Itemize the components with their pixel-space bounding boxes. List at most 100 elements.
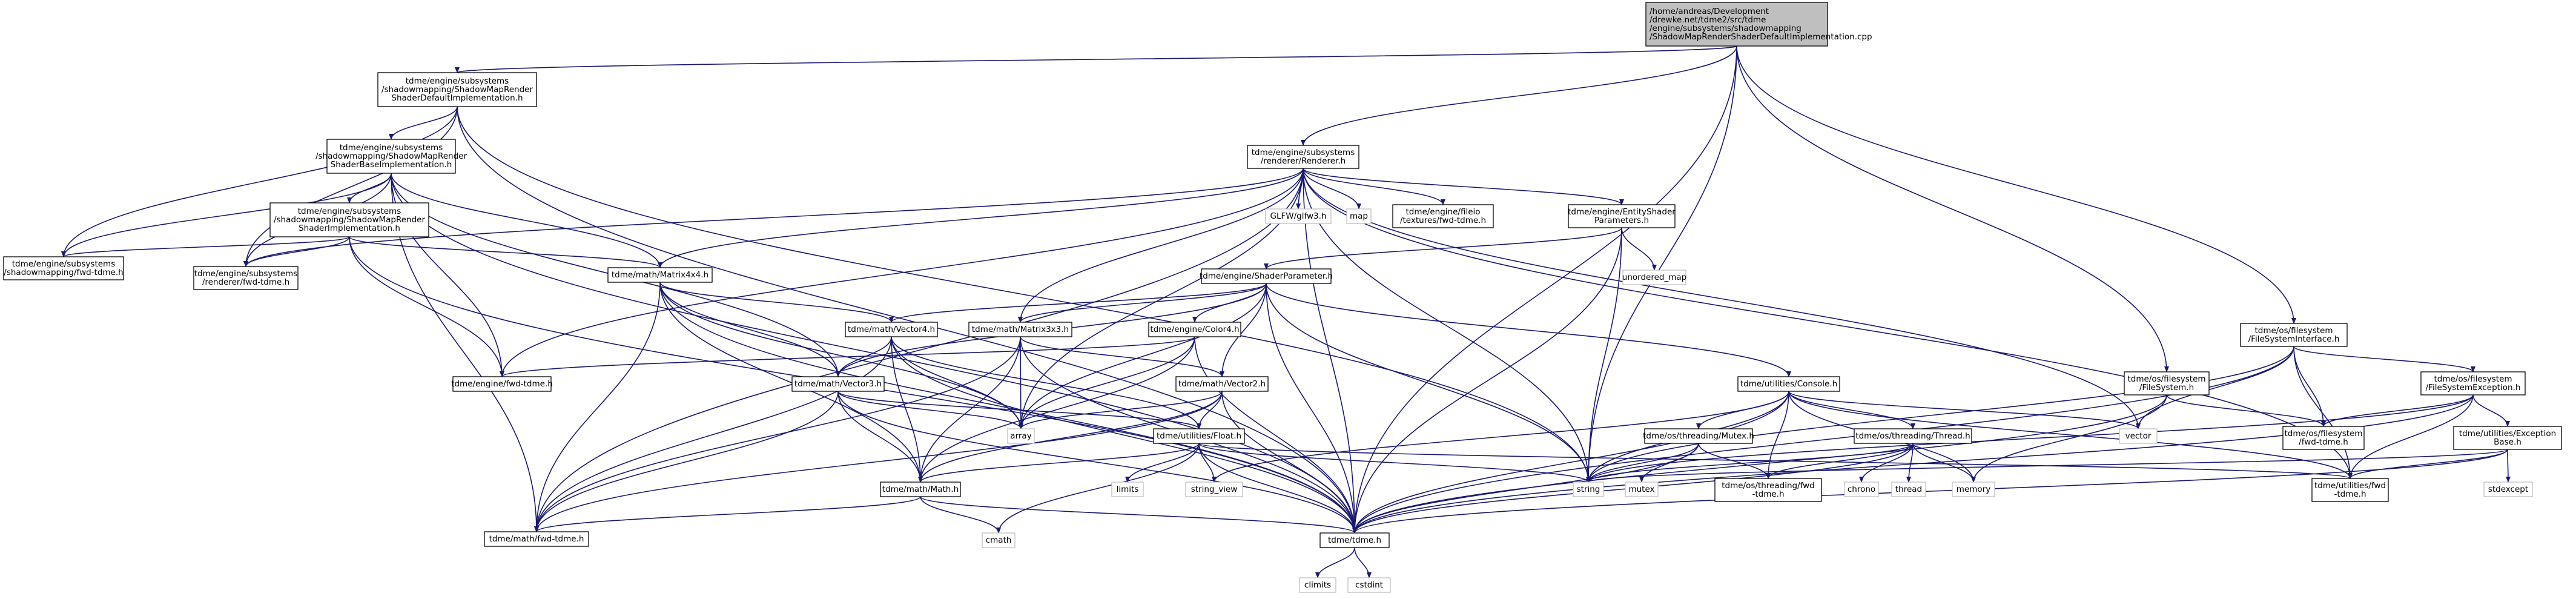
node-box-stdexcept	[2483, 482, 2533, 497]
node-label-float-line-0: tdme/utilities/Float.h	[1157, 431, 1241, 441]
node-label-umap-line-0: unordered_map	[1622, 273, 1686, 282]
node-box-color4	[1148, 322, 1241, 337]
node-box-shp	[1201, 268, 1332, 284]
node-box-string	[1573, 482, 1604, 497]
edge-esp-to-shp	[1264, 227, 1622, 270]
node-fsfwd[interactable]: tdme/os/filesystem/fwd-tdme.h	[2282, 426, 2365, 450]
node-label-thread-line-0: thread	[1895, 485, 1922, 494]
node-label-vec4-line-0: tdme/math/Vector4.h	[848, 325, 935, 334]
edge-root-to-fs	[1736, 45, 2169, 372]
edge-tdme-to-climits	[1315, 547, 1355, 578]
node-label-limits-line-0: limits	[1117, 485, 1139, 494]
edge-thread_h-to-memory	[1912, 443, 1976, 483]
node-cmath: cmath	[982, 532, 1016, 548]
node-label-root-line-1: /drewke.net/tdme2/src/tdme	[1650, 15, 1766, 25]
node-shp[interactable]: tdme/engine/ShaderParameter.h	[1200, 268, 1333, 284]
node-vec2[interactable]: tdme/math/Vector2.h	[1175, 376, 1269, 392]
edge-root-to-tdme	[1352, 45, 1737, 534]
node-vec4[interactable]: tdme/math/Vector4.h	[845, 322, 938, 337]
node-mat44[interactable]: tdme/math/Matrix4x4.h	[607, 267, 713, 283]
edge-vec3-to-math	[837, 391, 923, 483]
node-climits: climits	[1299, 577, 1336, 593]
node-label-esp-line-0: tdme/engine/EntityShader	[1568, 207, 1676, 217]
edge-mat33-to-mathfwd	[534, 336, 1021, 532]
edge-thread_h-to-thrfwd	[1766, 443, 1914, 479]
node-box-mat33	[968, 322, 1072, 337]
node-chrono: chrono	[1844, 482, 1879, 497]
node-float[interactable]: tdme/utilities/Float.h	[1153, 428, 1245, 444]
edge-vec4-to-vec3	[836, 336, 892, 377]
node-box-map	[1346, 208, 1372, 224]
node-label-strview-line-0: string_view	[1191, 485, 1238, 494]
node-tdme[interactable]: tdme/tdme.h	[1319, 532, 1390, 548]
node-box-glfw	[1265, 208, 1332, 224]
node-label-string-line-0: string	[1577, 485, 1600, 494]
node-label-excb-line-1: Base.h	[2494, 437, 2522, 447]
edge-float-to-cmath	[996, 443, 1200, 534]
node-box-strview	[1185, 482, 1243, 497]
edge-excb-to-tdme	[1352, 449, 2508, 534]
edge-fs-to-fsfwd	[2166, 394, 2326, 427]
edge-mat44-to-math	[659, 282, 923, 483]
edge-math-to-cmath	[920, 496, 1001, 534]
node-label-chrono-line-0: chrono	[1848, 485, 1875, 494]
node-limits: limits	[1111, 482, 1144, 497]
node-mat33[interactable]: tdme/math/Matrix3x3.h	[968, 322, 1072, 337]
edge-shp-to-mat33	[1018, 283, 1267, 323]
edge-shp-to-tdme	[1266, 283, 1357, 534]
node-math[interactable]: tdme/math/Math.h	[880, 482, 961, 497]
node-color4[interactable]: tdme/engine/Color4.h	[1148, 322, 1241, 337]
edge-mat33-to-array	[1018, 336, 1023, 429]
edge-renderer-to-mat44	[658, 168, 1304, 268]
node-box-root	[1645, 2, 1828, 47]
node-mutex_h[interactable]: tdme/os/threading/Mutex.h	[1643, 428, 1754, 444]
node-mathfwd[interactable]: tdme/math/fwd-tdme.h	[484, 531, 589, 547]
node-box-umap	[1622, 270, 1686, 285]
node-thrfwd[interactable]: tdme/os/threading/fwd-tdme.h	[1714, 478, 1822, 502]
edge-fsi-to-fsfwd	[2293, 346, 2326, 427]
node-smrsdi[interactable]: tdme/engine/subsystems/shadowmapping/Sha…	[377, 72, 537, 107]
node-box-engfwd	[452, 376, 552, 392]
node-smrsbi[interactable]: tdme/engine/subsystems/shadowmapping/Sha…	[315, 139, 467, 174]
node-fse[interactable]: tdme/os/filesystem/FileSystemException.h	[2420, 371, 2526, 395]
edge-vec3-to-array	[837, 391, 1023, 429]
edge-fse-to-fsfwd	[2321, 394, 2474, 427]
edge-fse-to-tdme	[1352, 394, 2474, 534]
node-utilfwd[interactable]: tdme/utilities/fwd-tdme.h	[2311, 478, 2389, 502]
node-fsi[interactable]: tdme/os/filesystem/FileSystemInterface.h	[2240, 323, 2348, 347]
node-label-smrsbi-line-1: /shadowmapping/ShadowMapRender	[315, 151, 467, 161]
edge-float-to-string	[1198, 443, 1591, 483]
node-box-excb	[2453, 426, 2562, 450]
node-array: array	[1007, 428, 1035, 444]
node-thread_h[interactable]: tdme/os/threading/Thread.h	[1854, 428, 1972, 444]
node-root[interactable]: /home/andreas/Development/drewke.net/tdm…	[1645, 2, 1872, 47]
edge-root-to-smrsdi	[455, 45, 1737, 73]
edge-fs-to-tdme	[1352, 394, 2167, 534]
node-fs[interactable]: tdme/os/filesystem/FileSystem.h	[2124, 371, 2210, 395]
node-smrsi[interactable]: tdme/engine/subsystems/shadowmapping/Sha…	[269, 202, 429, 237]
node-console[interactable]: tdme/utilities/Console.h	[1737, 376, 1840, 392]
node-renderer[interactable]: tdme/engine/subsystems/renderer/Renderer…	[1247, 145, 1359, 169]
node-label-smrsi-line-1: /shadowmapping/ShadowMapRender	[274, 215, 426, 225]
edge-shp-to-array	[1019, 283, 1267, 429]
node-texfwd[interactable]: tdme/engine/fileio/textures/fwd-tdme.h	[1392, 204, 1494, 228]
node-vector: vector	[2119, 428, 2158, 444]
edge-esp-to-tdme	[1352, 227, 1622, 534]
node-label-renderer-line-0: tdme/engine/subsystems	[1252, 148, 1355, 157]
node-rendfwd[interactable]: tdme/engine/subsystems/renderer/fwd-tdme…	[193, 266, 299, 290]
edge-fsi-to-tdme	[1352, 346, 2294, 534]
edge-renderer-to-texfwd	[1303, 168, 1445, 205]
edge-shp-to-color4	[1192, 283, 1267, 323]
edge-vec4-to-math	[891, 336, 923, 483]
node-engfwd[interactable]: tdme/engine/fwd-tdme.h	[451, 376, 553, 392]
node-label-smfwd-line-1: /shadowmapping/fwd-tdme.h	[4, 268, 123, 277]
node-umap: unordered_map	[1622, 270, 1686, 285]
node-vec3[interactable]: tdme/math/Vector3.h	[791, 376, 885, 392]
node-smfwd[interactable]: tdme/engine/subsystems/shadowmapping/fwd…	[3, 256, 124, 280]
edge-vec2-to-tdme	[1221, 391, 1357, 534]
node-label-fse-line-1: /FileSystemException.h	[2426, 383, 2521, 392]
node-label-climits-line-0: climits	[1304, 580, 1331, 590]
node-label-esp-line-1: Parameters.h	[1594, 216, 1649, 225]
